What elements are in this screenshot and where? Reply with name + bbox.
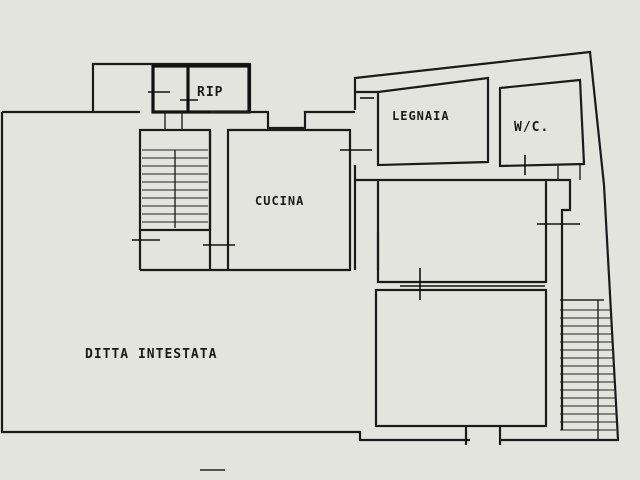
label-wc: W/C. (514, 120, 549, 135)
room-center-lower (374, 288, 548, 445)
side-corridor (537, 165, 581, 430)
room-wc (498, 78, 586, 175)
stair-treads-left (142, 149, 208, 223)
outer-walls (0, 50, 620, 442)
room-center-upper (353, 165, 548, 300)
stairs-right (560, 299, 616, 440)
label-rip: RIP (197, 85, 223, 100)
label-ditta-intestata: DITTA INTESTATA (85, 347, 217, 362)
stairwell (132, 112, 235, 272)
label-legnaia: LEGNAIA (392, 109, 450, 123)
room-cucina (210, 110, 372, 272)
label-cucina: CUCINA (255, 194, 304, 208)
room-rip (148, 64, 251, 114)
room-legnaia (355, 76, 490, 167)
